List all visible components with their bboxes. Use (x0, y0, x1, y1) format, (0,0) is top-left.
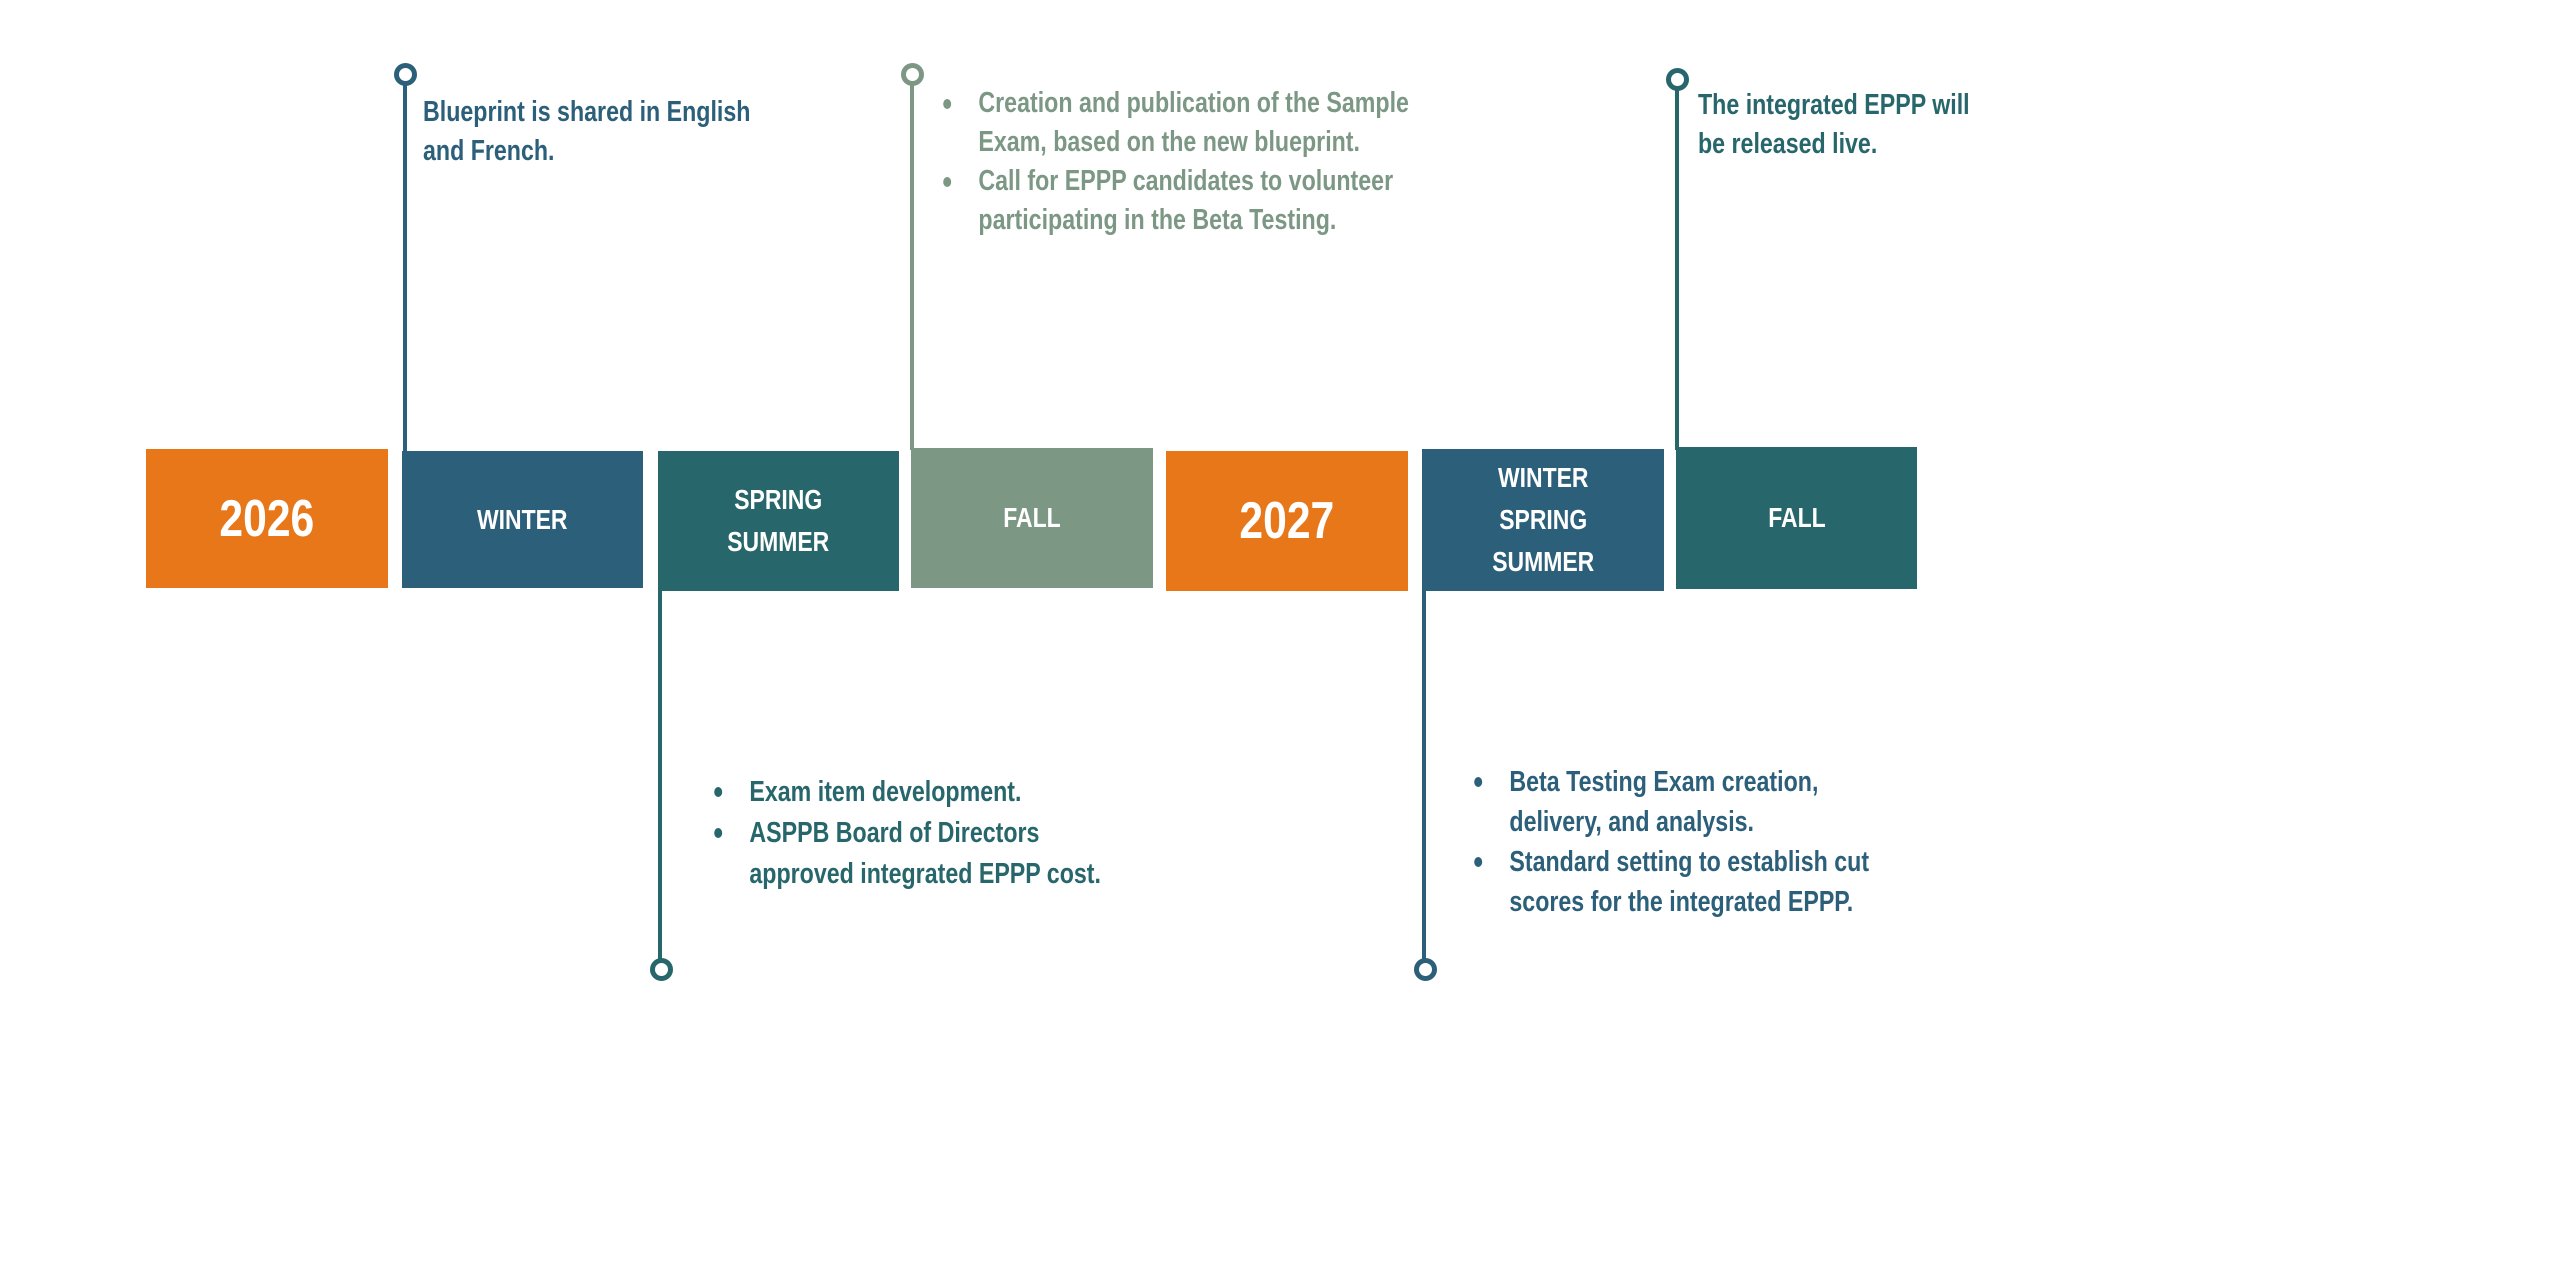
note-line: Exam, based on the new blueprint. (978, 126, 1360, 158)
season-label: SPRING (1498, 504, 1588, 535)
season-label: SPRING (734, 484, 823, 515)
bullet-item: Standard setting to establish cut scores… (1471, 842, 1869, 922)
marker-dot-winter-2026 (394, 63, 417, 86)
connector-spring-summer-2026 (658, 588, 662, 960)
season-fall-2026-box: FALL (911, 448, 1153, 588)
season-label: WINTER (1497, 462, 1589, 493)
note-line: Blueprint is shared in English (423, 96, 751, 128)
year-2026-box: 2026 (146, 449, 388, 588)
bullet-item: Beta Testing Exam creation, delivery, an… (1471, 762, 1869, 842)
year-label: 2026 (219, 489, 315, 548)
season-fall-2027-box: FALL (1676, 447, 1917, 589)
note-line: Beta Testing Exam creation, (1509, 766, 1819, 798)
season-winter-spring-summer-2027-box: WINTER SPRING SUMMER (1422, 449, 1664, 591)
bullet-item: Exam item development. (711, 772, 1101, 813)
season-label: SUMMER (727, 526, 830, 557)
note-spring-summer-2026: Exam item development. ASPPB Board of Di… (711, 772, 1101, 895)
season-spring-summer-2026-box: SPRING SUMMER (658, 451, 899, 591)
year-label: 2027 (1239, 492, 1335, 550)
connector-winter-spring-summer-2027 (1422, 588, 1426, 960)
connector-fall-2027 (1675, 84, 1679, 450)
season-label: FALL (1767, 502, 1826, 533)
bullet-item: Creation and publication of the Sample E… (940, 84, 1409, 162)
season-winter-2026-box: WINTER (402, 451, 643, 588)
bullet-item: ASPPB Board of Directors approved integr… (711, 813, 1101, 895)
note-fall-2026: Creation and publication of the Sample E… (940, 84, 1409, 240)
note-line: Exam item development. (749, 776, 1022, 808)
marker-dot-winter-spring-summer-2027 (1414, 958, 1437, 981)
note-line: Standard setting to establish cut (1509, 846, 1870, 878)
season-label: WINTER (477, 503, 568, 535)
note-fall-2027: The integrated EPPP will be released liv… (1698, 86, 1970, 164)
bullet-item: Call for EPPP candidates to volunteer pa… (940, 162, 1409, 240)
marker-dot-fall-2027 (1666, 68, 1689, 91)
connector-winter-2026 (403, 78, 407, 452)
note-line: The integrated EPPP will (1698, 89, 1970, 121)
note-winter-2026: Blueprint is shared in English and Frenc… (423, 93, 750, 171)
note-winter-spring-summer-2027: Beta Testing Exam creation, delivery, an… (1471, 762, 1869, 922)
note-line: ASPPB Board of Directors (749, 817, 1040, 849)
marker-dot-spring-summer-2026 (650, 958, 673, 981)
year-2027-box: 2027 (1166, 451, 1408, 591)
note-line: delivery, and analysis. (1509, 806, 1754, 838)
note-line: Creation and publication of the Sample (978, 87, 1409, 119)
note-line: be released live. (1698, 128, 1878, 160)
note-line: scores for the integrated EPPP. (1509, 886, 1854, 918)
note-line: and French. (423, 135, 555, 167)
note-line: Call for EPPP candidates to volunteer (978, 165, 1394, 197)
marker-dot-fall-2026 (901, 63, 924, 86)
note-line: approved integrated EPPP cost. (749, 858, 1101, 890)
season-label: FALL (1003, 502, 1061, 533)
connector-fall-2026 (910, 78, 914, 450)
season-label: SUMMER (1491, 546, 1595, 577)
note-line: participating in the Beta Testing. (978, 204, 1337, 236)
